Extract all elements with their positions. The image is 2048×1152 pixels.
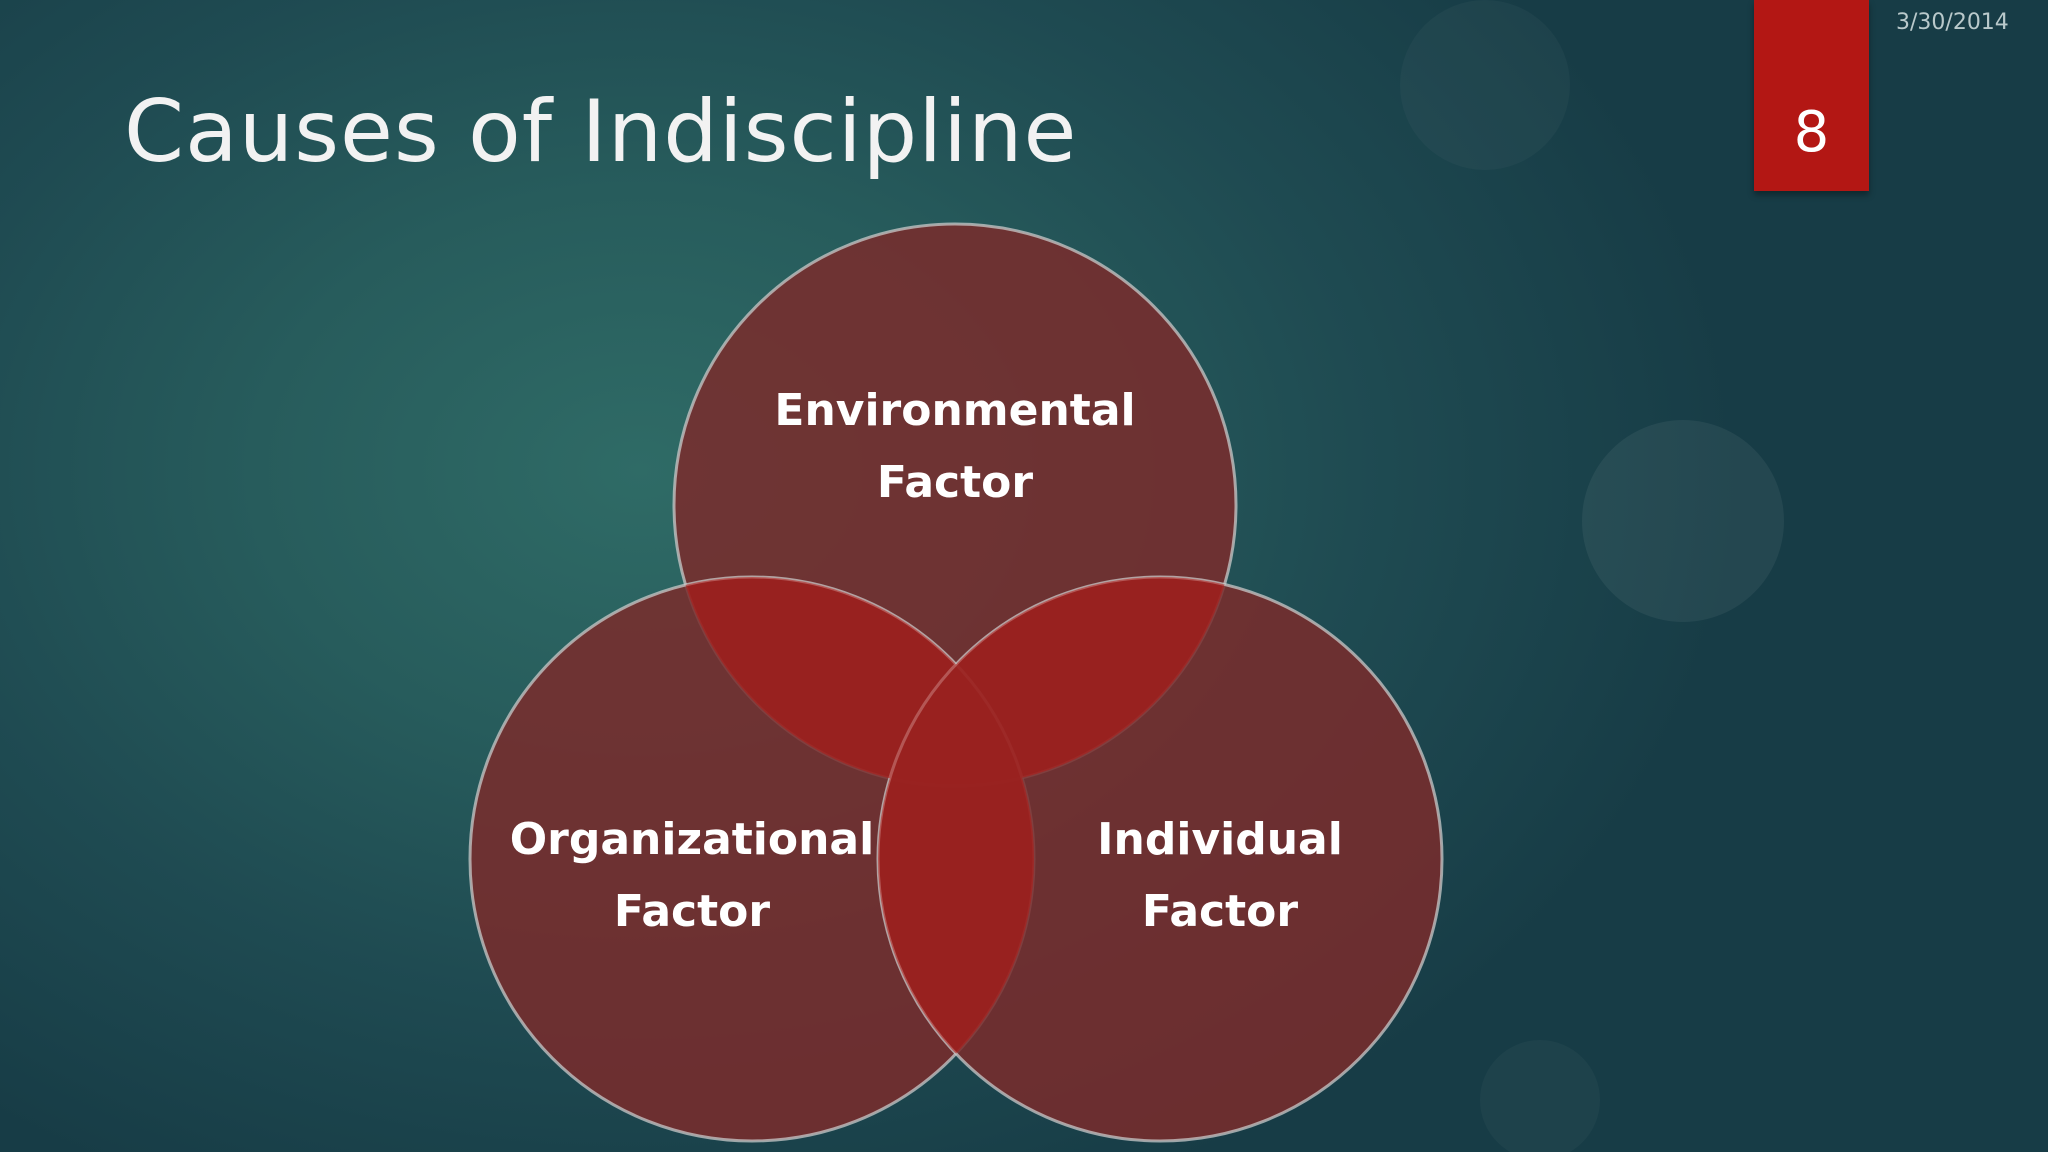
organizational-label-line2: Factor <box>613 886 771 937</box>
overlap-env-org <box>674 577 1034 786</box>
organizational-factor-label: Organizational Factor <box>482 804 902 948</box>
slide-date: 3/30/2014 <box>1896 10 2009 35</box>
slide-title: Causes of Indiscipline <box>124 82 1078 182</box>
environmental-label-line2: Factor <box>876 457 1034 508</box>
individual-label-line2: Factor <box>1141 886 1299 937</box>
decorative-bokeh-circle <box>1582 420 1784 622</box>
overlap-env-ind <box>878 577 1236 786</box>
environmental-label-line1: Environmental <box>774 385 1136 436</box>
environmental-factor-label: Environmental Factor <box>745 375 1165 519</box>
individual-factor-label: Individual Factor <box>1010 804 1430 948</box>
organizational-label-line1: Organizational <box>509 814 875 865</box>
individual-label-line1: Individual <box>1097 814 1343 865</box>
page-number-badge: 8 <box>1754 0 1869 191</box>
page-number: 8 <box>1793 100 1830 165</box>
